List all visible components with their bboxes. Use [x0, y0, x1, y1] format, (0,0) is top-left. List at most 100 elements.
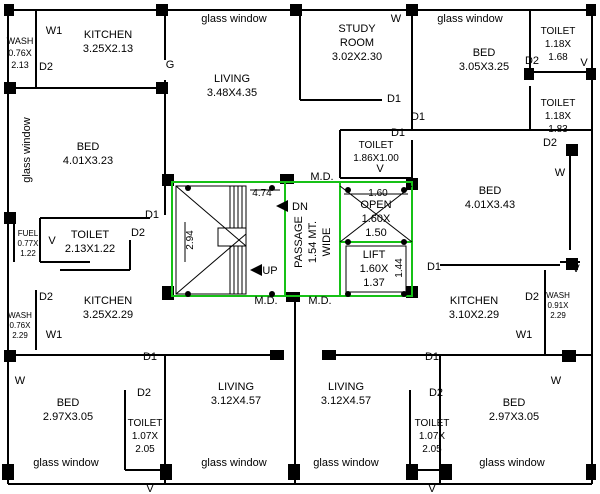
glass-window-bot1: glass window [33, 457, 98, 469]
stair-up-label: UP [262, 265, 277, 277]
toilet-br-size1: 1.07X [419, 431, 445, 442]
door-d2-kitchen-left: D2 [39, 291, 53, 303]
wash-tl-size1: 0.76X [8, 48, 32, 58]
door-d2-tr2: D2 [543, 137, 557, 149]
wash-bl-size1: 0.76X [10, 321, 32, 330]
toilet-tr1-size1: 1.18X [545, 39, 571, 50]
room-labels: KITCHEN 3.25X2.13 WASH 0.76X 2.13 LIVING… [7, 23, 576, 455]
bed-right-size: 4.01X3.43 [465, 199, 515, 211]
door-d1-bedleft: D1 [145, 209, 159, 221]
lift-name: LIFT [363, 249, 386, 261]
window-w-study: W [391, 13, 402, 25]
toilet-left-size: 2.13X1.22 [65, 243, 115, 255]
living-top-name: LIVING [214, 73, 250, 85]
vent-v-right: V [572, 263, 580, 275]
living-top-size: 3.48X4.35 [207, 87, 257, 99]
door-d2-toilet-left: D2 [131, 227, 145, 239]
door-d1-br: D1 [425, 351, 439, 363]
glass-window-top1: glass window [201, 13, 266, 25]
vent-v-br: V [428, 483, 436, 494]
bed-tr-name: BED [473, 47, 496, 59]
vent-v-core: V [376, 163, 384, 175]
wash-tl-size2: 2.13 [11, 60, 29, 70]
toilet-core-name: TOILET [359, 140, 394, 151]
opening-labels: glass window glass window glass window g… [15, 13, 589, 494]
door-g: G [166, 59, 175, 71]
kitchen-br-size: 3.10X2.29 [449, 309, 499, 321]
passage-size1: 1.54 MT. [307, 221, 319, 263]
open-size1: 1.60X [362, 213, 391, 225]
toilet-tr1-size2: 1.68 [548, 52, 568, 63]
stair-arrows [185, 185, 407, 297]
window-w1-tl: W1 [46, 25, 63, 37]
kitchen-tl-name: KITCHEN [84, 29, 132, 41]
passage-name: PASSAGE [293, 216, 305, 268]
bed-tr-size: 3.05X3.25 [459, 61, 509, 73]
wash-bl-name: WASH [8, 311, 32, 320]
bed-left-size: 4.01X3.23 [63, 155, 113, 167]
toilet-tr2-size2: 1.83 [548, 124, 568, 135]
study-name2: ROOM [340, 37, 374, 49]
door-d2-tl: D2 [39, 61, 53, 73]
door-d2-bl: D2 [137, 387, 151, 399]
study-name1: STUDY [338, 23, 376, 35]
wash-br-size2: 2.29 [550, 311, 566, 320]
toilet-tr1-name: TOILET [541, 26, 576, 37]
toilet-tr2-size1: 1.18X [545, 111, 571, 122]
lift-size2: 1.37 [363, 277, 384, 289]
door-d2-br: D2 [429, 387, 443, 399]
open-size2: 1.50 [365, 227, 386, 239]
kitchen-bl-size: 3.25X2.29 [83, 309, 133, 321]
lift-size: 1.60X [360, 263, 389, 275]
glass-window-bot3: glass window [313, 457, 378, 469]
stair-width-dim: 4.74 [252, 188, 272, 199]
wash-bl-size2: 2.29 [12, 331, 28, 340]
toilet-br-name: TOILET [415, 418, 450, 429]
fuel-name: FUEL [18, 229, 39, 238]
open-width-dim: 1.60 [368, 188, 388, 199]
vent-v-fuel: V [48, 235, 56, 247]
main-door-br: M.D. [308, 295, 331, 307]
kitchen-tl-size: 3.25X2.13 [83, 43, 133, 55]
structural-columns [2, 4, 596, 480]
living-bl-size: 3.12X4.57 [211, 395, 261, 407]
bed-br-name: BED [503, 397, 526, 409]
stair-depth-dim: 2.94 [185, 230, 196, 250]
bed-bl-size: 2.97X3.05 [43, 411, 93, 423]
main-door-bl: M.D. [254, 295, 277, 307]
vent-v-bl: V [146, 483, 154, 494]
glass-window-bot2: glass window [201, 457, 266, 469]
living-bl-name: LIVING [218, 381, 254, 393]
toilet-tr2-name: TOILET [541, 98, 576, 109]
wash-br-size1: 0.91X [548, 301, 570, 310]
door-d1-study: D1 [387, 93, 401, 105]
door-d1-bedtr: D1 [411, 111, 425, 123]
fuel-size1: 0.77X [18, 239, 40, 248]
vent-v-tr: V [580, 57, 588, 69]
window-w1-bl: W1 [46, 329, 63, 341]
fuel-size2: 1.22 [20, 249, 36, 258]
window-w1-br: W1 [516, 329, 533, 341]
toilet-core-size: 1.86X1.00 [353, 153, 399, 164]
passage-size2: WIDE [321, 228, 333, 257]
toilet-bl-size2: 2.05 [135, 444, 155, 455]
main-door-top: M.D. [310, 171, 333, 183]
living-br-name: LIVING [328, 381, 364, 393]
bed-left-name: BED [77, 141, 100, 153]
staircase [175, 185, 413, 295]
kitchen-bl-name: KITCHEN [84, 295, 132, 307]
toilet-bl-name: TOILET [128, 418, 163, 429]
bed-br-size: 2.97X3.05 [489, 411, 539, 423]
living-br-size: 3.12X4.57 [321, 395, 371, 407]
core-outline [171, 181, 413, 297]
lift-depth-dim: 1.44 [394, 258, 405, 278]
glass-window-top2: glass window [437, 13, 502, 25]
study-size: 3.02X2.30 [332, 51, 382, 63]
glass-window-left: glass window [21, 117, 33, 182]
toilet-bl-size1: 1.07X [132, 431, 158, 442]
kitchen-br-name: KITCHEN [450, 295, 498, 307]
door-d2-tr: D2 [525, 55, 539, 67]
door-d1-core: D1 [391, 127, 405, 139]
window-w-br: W [551, 375, 562, 387]
